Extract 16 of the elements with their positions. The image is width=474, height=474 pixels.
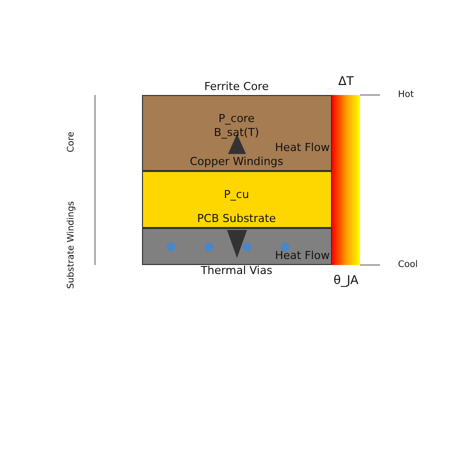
delta-t-label: ΔT xyxy=(338,75,354,88)
temperature-gradient-bar xyxy=(332,95,360,265)
layer-caption: Thermal Vias xyxy=(200,264,272,278)
cool-label: Cool xyxy=(398,259,418,272)
arrow-caption: Heat Flow xyxy=(275,249,330,262)
layer-text: P_core B_sat(T) xyxy=(212,112,260,140)
axis-label: Substrate Windings xyxy=(66,201,78,289)
layer-title: Ferrite Core xyxy=(204,80,269,94)
layer-caption: PCB Substrate xyxy=(197,212,276,226)
arrow-caption: Heat Flow xyxy=(275,141,330,154)
hot-label: Hot xyxy=(398,89,414,102)
axis-label: Core xyxy=(66,132,78,152)
theta-ja-label: θ_JA xyxy=(334,274,358,287)
copper-windings-layer xyxy=(142,171,332,228)
layer-text: P_cu xyxy=(224,188,250,202)
layer-caption: Copper Windings xyxy=(190,154,284,168)
